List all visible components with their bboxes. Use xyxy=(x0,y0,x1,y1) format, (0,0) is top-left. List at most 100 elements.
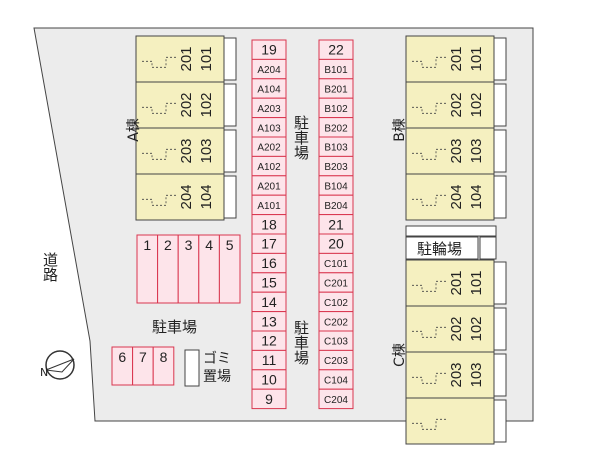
parking-space: C202 xyxy=(318,311,354,332)
parking-space: 11 xyxy=(251,349,287,371)
parking-space: B202 xyxy=(318,117,354,138)
unit-number-upper: 201 xyxy=(448,46,465,71)
parking-space: 22 xyxy=(318,39,354,60)
unit-number-lower: 103 xyxy=(198,138,215,163)
parking-space-label: 5 xyxy=(226,237,234,253)
parking-label-upper: 駐車場 xyxy=(292,115,310,160)
parking-space-label: A202 xyxy=(257,143,281,154)
parking-space: B204 xyxy=(318,194,354,216)
parking-space-label: A204 xyxy=(257,65,281,76)
parking-space-label: B204 xyxy=(324,201,348,212)
parking-space-label: C101 xyxy=(324,259,348,270)
road-label: 道路 xyxy=(41,252,59,282)
unit-number-upper: 202 xyxy=(448,92,465,117)
parking-label-lower: 駐車場 xyxy=(292,320,310,365)
unit-number-lower: 102 xyxy=(198,92,215,117)
bike-parking: 駐輪場 xyxy=(405,225,497,260)
building-b-label: B棟 xyxy=(392,118,408,142)
parking-space: 18 xyxy=(251,214,287,235)
parking-space-label: B202 xyxy=(324,123,348,134)
parking-space-label: C202 xyxy=(324,317,348,328)
parking-space: C102 xyxy=(318,291,354,313)
unit-number-lower: 104 xyxy=(198,184,215,209)
unit-number-upper: 201 xyxy=(178,46,195,71)
parking-space-label: 3 xyxy=(185,237,193,253)
parking-space-label: A101 xyxy=(257,201,281,212)
parking-space-label: B102 xyxy=(324,104,348,115)
building-a-label: A棟 xyxy=(126,118,142,142)
parking-space-label: A201 xyxy=(257,182,281,193)
parking-space: A202 xyxy=(251,136,287,157)
parking-space: 10 xyxy=(251,369,287,390)
parking-space-label: C104 xyxy=(324,376,348,387)
garbage-label-line1: ゴミ xyxy=(203,350,231,367)
parking-space: 17 xyxy=(251,233,287,254)
parking-space-label: A103 xyxy=(257,123,281,134)
unit-number-lower: 104 xyxy=(468,184,485,209)
parking-space: B102 xyxy=(318,97,354,119)
parking-space: 19 xyxy=(251,39,287,60)
parking-space-label: B203 xyxy=(324,162,348,173)
parking-space: B201 xyxy=(318,78,354,99)
unit-number-upper: 203 xyxy=(178,138,195,163)
building-c-label: C棟 xyxy=(392,343,408,367)
parking-space: C104 xyxy=(318,369,354,390)
parking-space: A101 xyxy=(251,194,287,216)
unit-number-upper: 202 xyxy=(178,92,195,117)
unit-number-upper: 201 xyxy=(448,270,465,295)
parking-space-label: B104 xyxy=(324,182,348,193)
parking-space-label: 13 xyxy=(261,313,277,329)
parking-space-label: A102 xyxy=(257,162,281,173)
unit-number-lower: 101 xyxy=(468,46,485,71)
unit-number-lower: 102 xyxy=(468,316,485,341)
garbage-label-line2: 置場 xyxy=(203,369,231,385)
parking-space: 15 xyxy=(251,272,287,293)
parking-space-label: 16 xyxy=(261,255,277,271)
unit-number-lower: 103 xyxy=(468,362,485,387)
parking-space-label: 8 xyxy=(160,349,168,365)
parking-space-label: C103 xyxy=(324,337,348,348)
parking-space: B103 xyxy=(318,136,354,157)
parking-space: 3 xyxy=(177,234,200,304)
parking-space: B101 xyxy=(318,58,354,80)
parking-space: 4 xyxy=(198,234,220,304)
parking-space: A103 xyxy=(251,117,287,138)
parking-space-label: B201 xyxy=(324,85,348,96)
parking-space-label: 12 xyxy=(261,333,277,349)
unit-number-lower: 103 xyxy=(468,138,485,163)
parking-space: 2 xyxy=(157,234,179,304)
parking-space: 21 xyxy=(318,214,354,235)
parking-space: A203 xyxy=(251,97,287,119)
parking-space-label: 10 xyxy=(261,372,277,388)
parking-space-label: 11 xyxy=(262,352,277,368)
parking-space: 20 xyxy=(318,233,354,254)
north-arrow-icon: N xyxy=(40,350,75,380)
unit-number-upper: 202 xyxy=(448,316,465,341)
unit-number-lower: 102 xyxy=(468,92,485,117)
parking-space: C103 xyxy=(318,330,354,351)
parking-space-label: A104 xyxy=(257,85,281,96)
parking-space: B104 xyxy=(318,175,354,196)
parking-space: 5 xyxy=(218,234,241,304)
parking-space-label: 18 xyxy=(261,216,277,232)
garbage-area: ゴミ 置場 xyxy=(184,349,231,387)
unit-number-upper: 203 xyxy=(448,138,465,163)
parking-space-label: C102 xyxy=(324,298,348,309)
parking-space-label: B103 xyxy=(324,143,348,154)
building-c-unit xyxy=(405,397,507,445)
parking-space: A201 xyxy=(251,175,287,196)
